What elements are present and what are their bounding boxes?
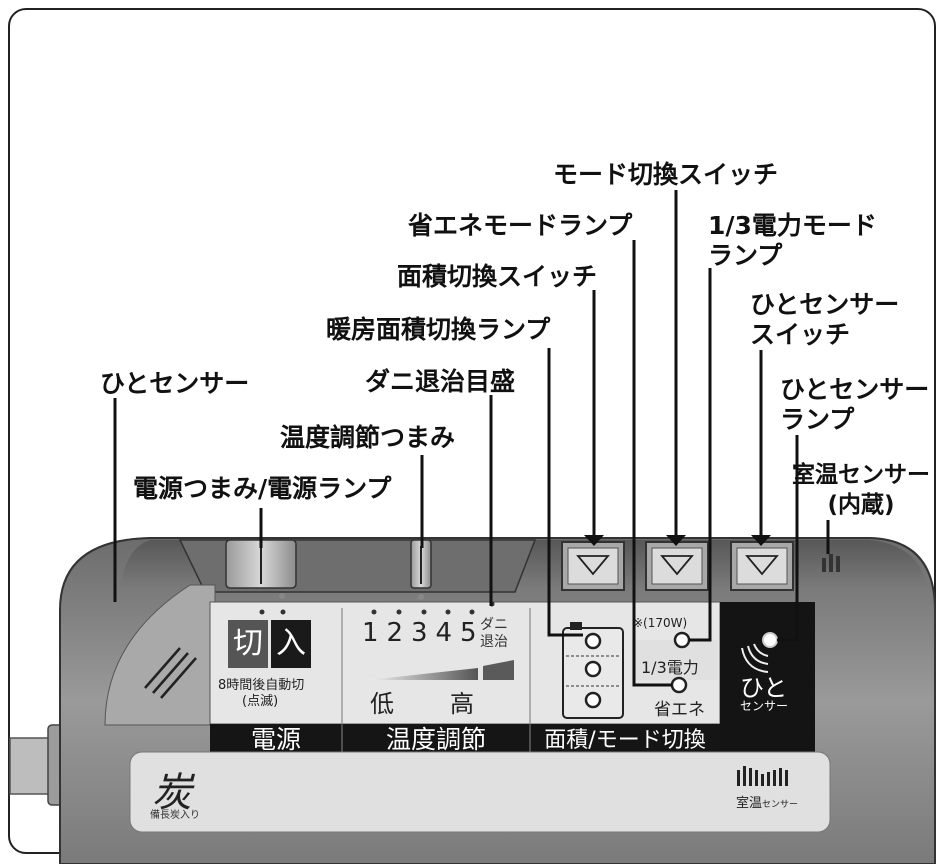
callout-room-temp-sensor-line2: (内蔵): [827, 492, 895, 518]
callout-area-switch: 面積切換スイッチ: [397, 262, 598, 291]
temp-scale-3: 3: [411, 618, 428, 648]
low-label: 低: [370, 690, 394, 718]
section-power: 電源: [250, 725, 301, 754]
callout-hito-sensor-switch-line1: ひとセンサー: [750, 290, 900, 319]
high-label: 高: [450, 690, 474, 718]
callout-hito-sensor-lamp-line1: ひとセンサー: [780, 375, 930, 404]
room-temp-label: 室温センサー: [736, 792, 798, 811]
leader-lines: [113, 190, 830, 687]
temp-scale-1: 1: [362, 618, 379, 648]
power-off-box: [228, 620, 268, 668]
callout-room-temp-sensor: 室温センサー (内蔵): [792, 460, 930, 520]
sensor-window: [104, 584, 216, 726]
sensor-block: [720, 602, 815, 752]
mode-switch-button: [645, 541, 709, 591]
hito-label: ひと: [740, 674, 788, 702]
eco-lamp: [670, 676, 688, 694]
temp-scale-dots: [371, 609, 475, 615]
callout-hito-sensor-lamp-line2: ランプ: [780, 405, 855, 434]
section-area-mode: 面積/モード切換: [544, 728, 706, 753]
auto-off-label: 8時間後自動切: [218, 678, 305, 693]
callout-third-power-lamp: 1/3電力モード ランプ: [708, 211, 877, 271]
sensor-waves: [741, 643, 769, 673]
callout-heating-area-lamp: 暖房面積切換ランプ: [326, 315, 551, 344]
callout-temp-knob: 温度調節つまみ: [280, 423, 456, 452]
callout-room-temp-sensor-line1: 室温センサー: [792, 462, 930, 488]
area-lamp-2: [584, 660, 602, 678]
label-bar: [210, 724, 720, 752]
power-off-label: 切: [233, 626, 263, 661]
callout-third-power-lamp-line1: 1/3電力モード: [708, 211, 877, 240]
hito-sensor-switch-button: [730, 541, 794, 591]
dani-label: ダニ: [480, 617, 508, 633]
heat-wedge: [368, 668, 478, 680]
power-on-label: 入: [276, 626, 306, 661]
watt-note: ※(170W): [633, 616, 688, 630]
callout-hito-sensor-switch: ひとセンサー スイッチ: [750, 290, 899, 350]
third-power-label: 1/3電力: [641, 658, 699, 677]
temp-scale-5: 5: [460, 618, 477, 648]
third-power-lamp: [673, 631, 691, 649]
dani-label-2: 退治: [480, 634, 508, 650]
hito-sensor-lamp: [762, 632, 778, 648]
room-temp-icon: [737, 766, 788, 786]
area-lamp-3: [584, 691, 602, 709]
callout-power-knob: 電源つまみ/電源ランプ: [133, 474, 392, 503]
sensor-hatching: [144, 647, 197, 699]
callout-dani-scale: ダニ退治目盛: [365, 367, 516, 396]
room-temp-vents: [822, 554, 840, 572]
sensor-label: センサー: [740, 699, 789, 713]
charcoal-caption: 備長炭入り: [150, 810, 200, 821]
room-temp-text: 室温: [736, 796, 763, 811]
temp-scale-2: 2: [386, 618, 404, 648]
callout-hito-sensor-switch-line2: スイッチ: [750, 320, 851, 349]
callout-third-power-lamp-line2: ランプ: [708, 241, 783, 270]
area-lamp-1: [584, 632, 602, 650]
power-on-box: [271, 620, 311, 668]
lower-band: [129, 751, 831, 833]
callout-hito-sensor: ひとセンサー: [100, 369, 250, 398]
callout-hito-sensor-lamp: ひとセンサー ランプ: [780, 375, 929, 435]
room-temp-sensor-text: センサー: [762, 800, 799, 810]
auto-off-blink-label: (点滅): [242, 694, 279, 709]
area-switch-button: [561, 541, 625, 591]
temp-scale-4: 4: [435, 618, 453, 648]
charcoal-logo: 炭: [152, 770, 192, 816]
callout-eco-mode-lamp: 省エネモードランプ: [408, 211, 633, 240]
dani-wedge: [483, 660, 514, 680]
callout-mode-switch: モード切換スイッチ: [553, 160, 779, 189]
section-temp: 温度調節: [385, 725, 486, 754]
eco-label: 省エネ: [654, 700, 705, 720]
